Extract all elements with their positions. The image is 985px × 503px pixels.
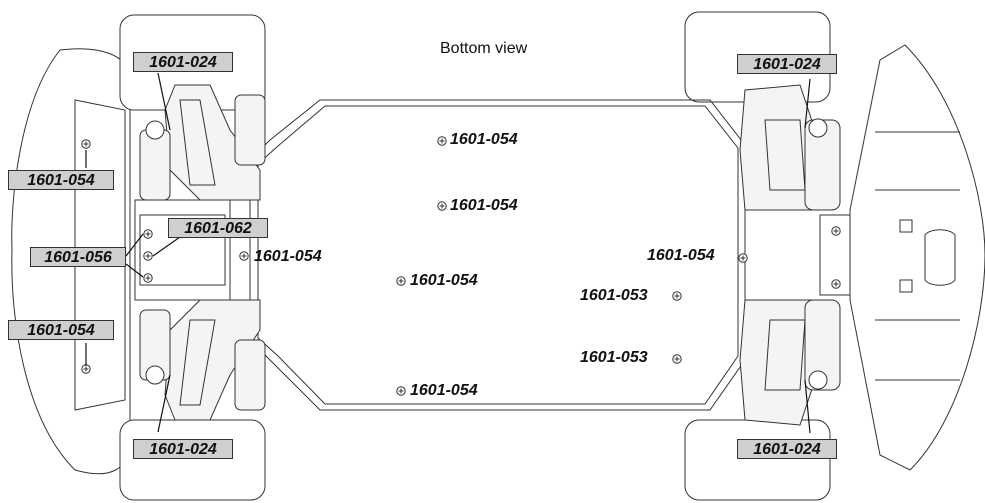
callout-chassis-rear: 1601-054 (647, 247, 715, 264)
screw-chassis-front (239, 251, 249, 261)
screw-bumper-top (81, 139, 91, 149)
callout-bumper-bottom: 1601-054 (8, 320, 114, 340)
callout-side-screws: 1601-056 (30, 247, 126, 267)
callout-chassis-top-2: 1601-054 (450, 197, 518, 214)
screw-rear-1 (672, 291, 682, 301)
callout-rear-right-wheel: 1601-024 (737, 439, 837, 459)
screw-chassis-bottom (396, 386, 406, 396)
callout-chassis-bottom: 1601-054 (410, 382, 478, 399)
front-bulkhead (134, 199, 231, 301)
screw-chassis-2 (437, 201, 447, 211)
screw-rear-bulkhead-bottom (831, 279, 841, 289)
screw-bulkhead-top (143, 229, 153, 239)
screw-bulkhead-bottom (143, 273, 153, 283)
callout-bumper-top: 1601-054 (8, 170, 114, 190)
callout-chassis-top-1: 1601-054 (450, 131, 518, 148)
callout-front-right-wheel: 1601-024 (133, 439, 233, 459)
callout-rear-screw-2: 1601-053 (580, 349, 648, 366)
screw-chassis-1 (437, 136, 447, 146)
callout-rear-left-wheel: 1601-024 (737, 54, 837, 74)
screw-rear-bulkhead-top (831, 226, 841, 236)
callout-front-left-wheel: 1601-024 (133, 52, 233, 72)
callout-chassis-center: 1601-054 (410, 272, 478, 289)
callout-rear-screw-1: 1601-053 (580, 287, 648, 304)
view-title: Bottom view (440, 40, 528, 57)
screw-bulkhead-center (143, 251, 153, 261)
screw-rear-2 (672, 354, 682, 364)
screw-chassis-rear (738, 253, 748, 263)
callout-chassis-front: 1601-054 (254, 248, 322, 265)
callout-center-screw: 1601-062 (168, 218, 268, 238)
screw-chassis-center (396, 276, 406, 286)
